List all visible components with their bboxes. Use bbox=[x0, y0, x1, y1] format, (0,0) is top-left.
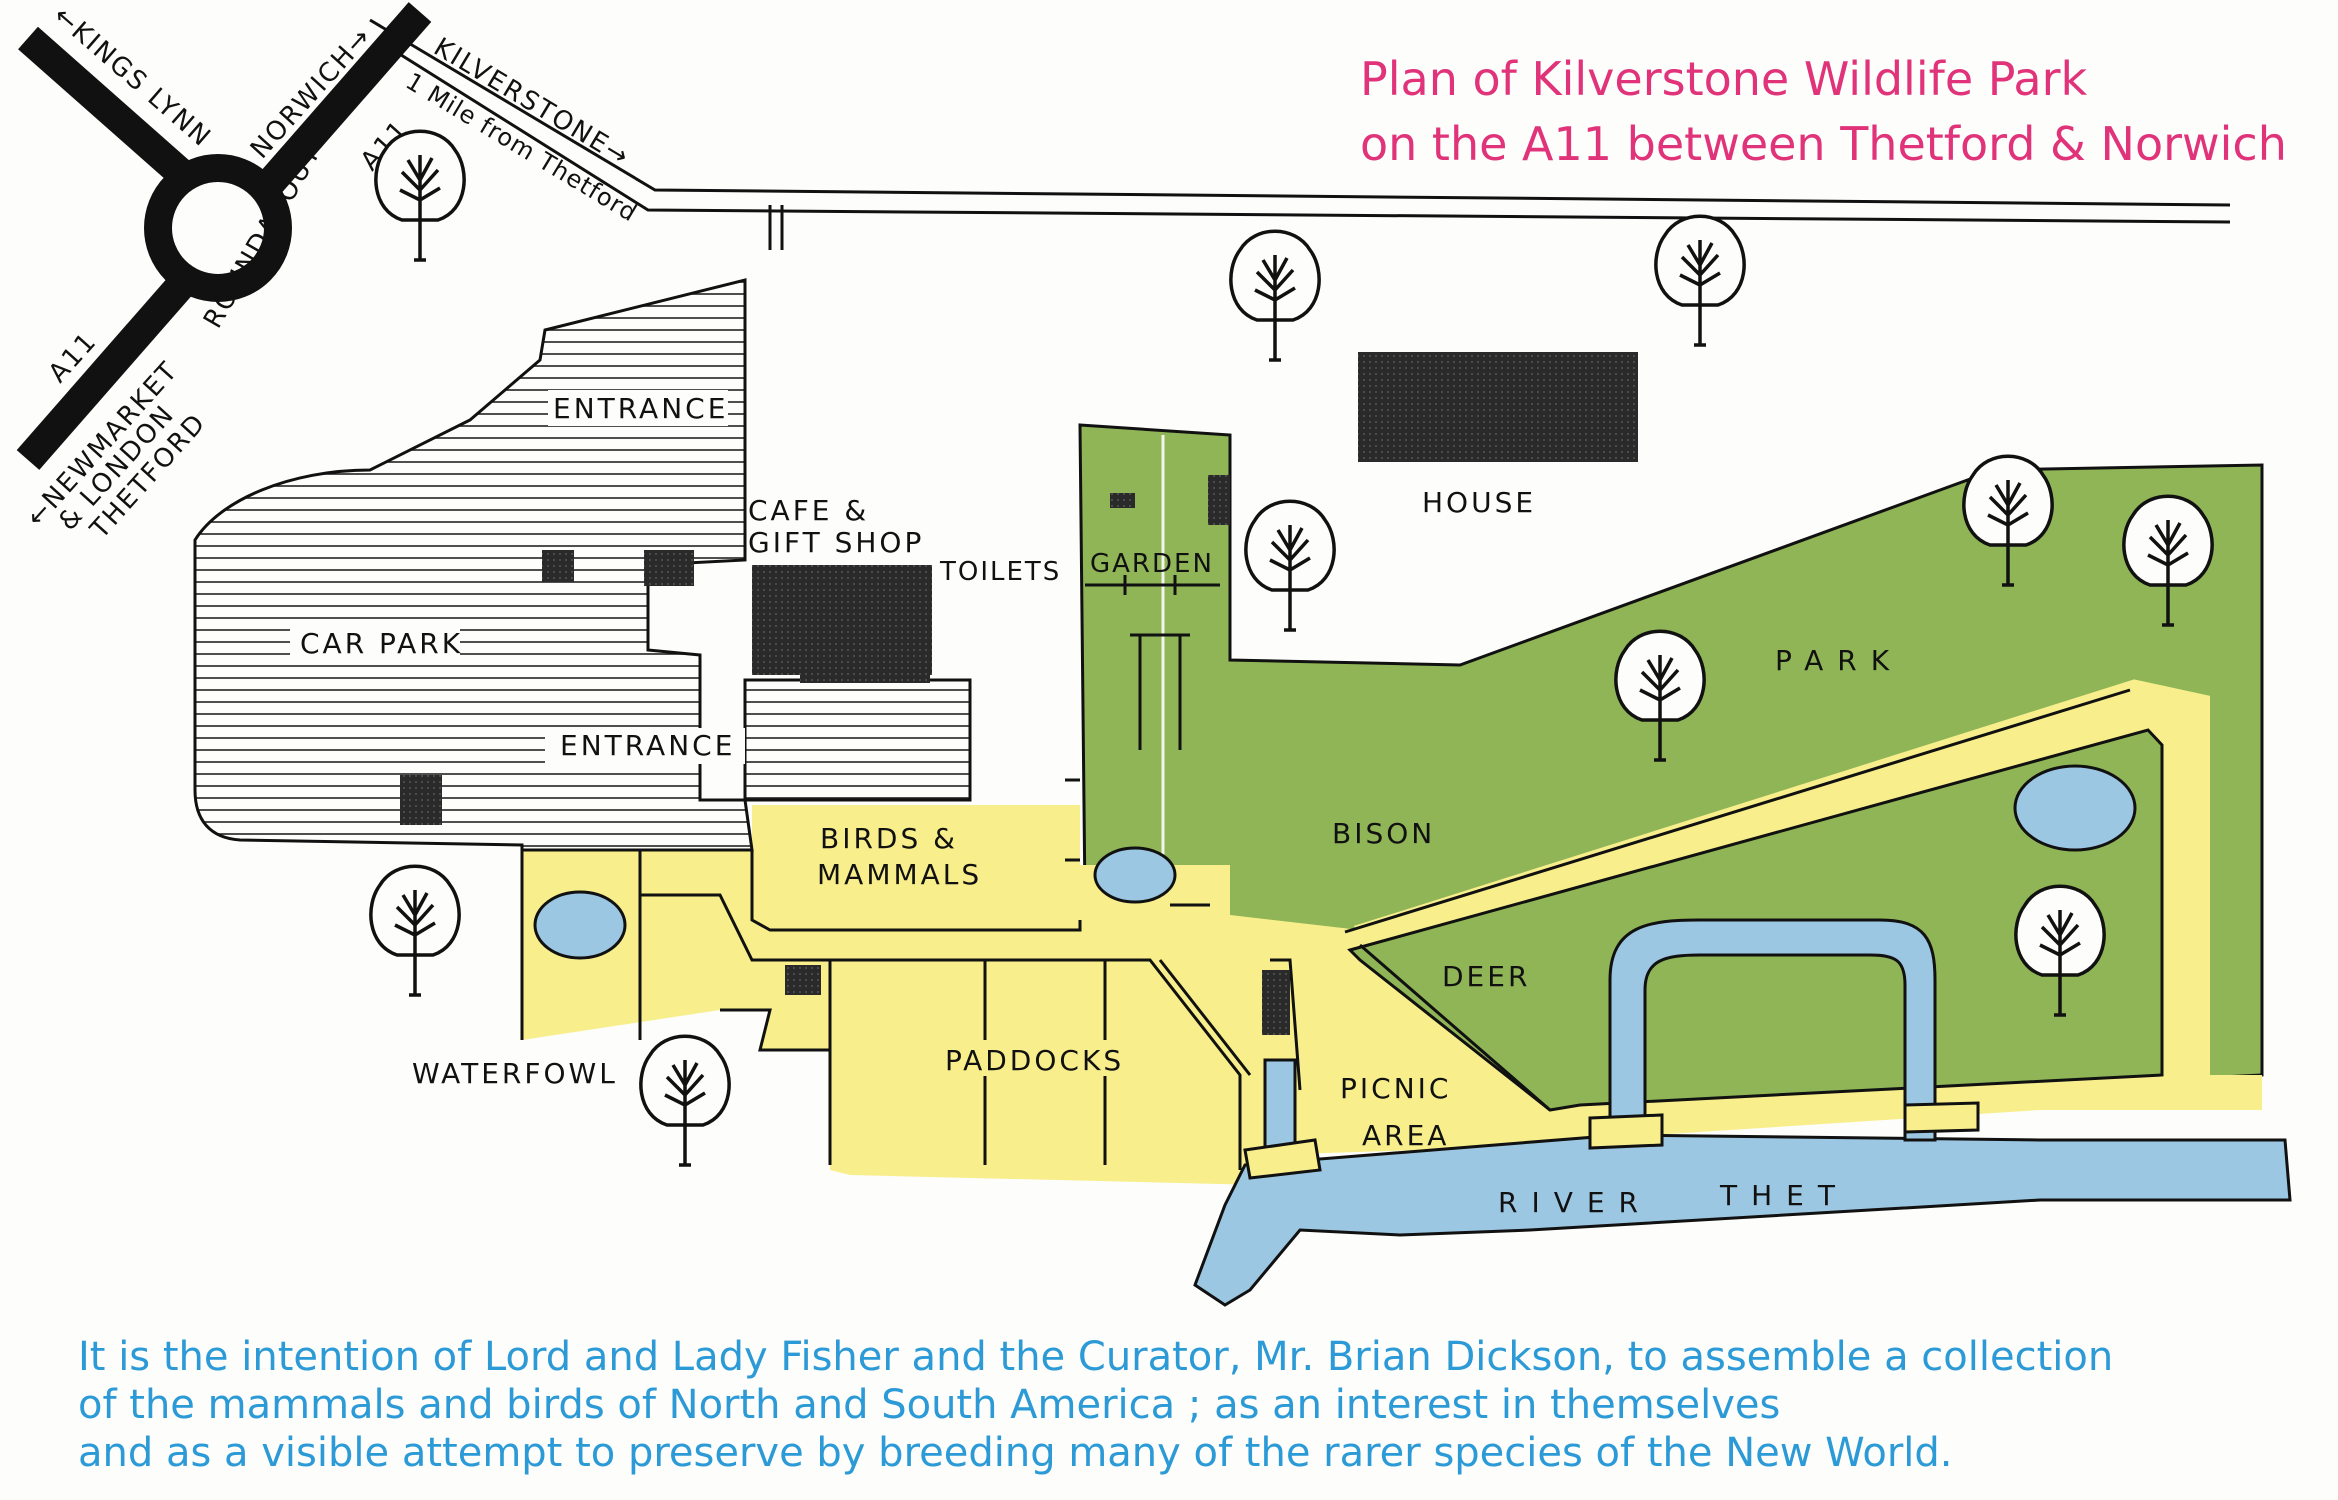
garden-pond bbox=[1093, 846, 1177, 904]
paddock-stream bbox=[1263, 1058, 1297, 1152]
map-title-line2: on the A11 between Thetford & Norwich bbox=[1360, 117, 2287, 171]
water-bodies bbox=[533, 764, 2137, 960]
label-river-2: THET bbox=[1719, 1179, 1849, 1212]
tree-icon bbox=[1229, 229, 1321, 362]
label-deer: DEER bbox=[1442, 960, 1530, 993]
caption-line3: and as a visible attempt to preserve by … bbox=[78, 1430, 1953, 1476]
label-river-1: RIVER bbox=[1498, 1186, 1652, 1219]
kings-lynn-road bbox=[18, 26, 210, 202]
buildings bbox=[400, 352, 1638, 1035]
area-labels: ENTRANCE CAR PARK ENTRANCE CAFE & GIFT S… bbox=[300, 392, 1903, 1219]
label-waterfowl: WATERFOWL bbox=[412, 1057, 618, 1090]
label-cafe-2: GIFT SHOP bbox=[748, 526, 924, 559]
label-toilets: TOILETS bbox=[939, 557, 1061, 587]
label-paddocks: PADDOCKS bbox=[945, 1044, 1124, 1077]
label-entrance-top: ENTRANCE bbox=[553, 392, 728, 425]
tree-icon bbox=[1244, 499, 1336, 632]
tree-icon bbox=[1654, 214, 1746, 347]
tree-icon bbox=[369, 864, 461, 997]
label-car-park: CAR PARK bbox=[300, 627, 463, 660]
kilverstone-road bbox=[369, 18, 2231, 207]
label-picnic-1: PICNIC bbox=[1340, 1072, 1451, 1105]
road-network bbox=[16, 2, 2231, 470]
building-cafe-annex bbox=[800, 588, 930, 683]
label-picnic-2: AREA bbox=[1362, 1119, 1449, 1152]
roundabout-icon bbox=[144, 154, 292, 302]
label-bison: BISON bbox=[1332, 817, 1435, 850]
label-house: HOUSE bbox=[1422, 486, 1536, 519]
garden-fixtures bbox=[1065, 575, 1220, 907]
tree-icon bbox=[639, 1034, 731, 1167]
label-park: PARK bbox=[1775, 644, 1903, 677]
caption-line1: It is the intention of Lord and Lady Fis… bbox=[78, 1334, 2113, 1380]
caption: It is the intention of Lord and Lady Fis… bbox=[78, 1334, 2113, 1476]
park-pond bbox=[2013, 764, 2137, 852]
house-building bbox=[1358, 352, 1638, 462]
map-title-line1: Plan of Kilverstone Wildlife Park bbox=[1360, 52, 2088, 106]
label-birds-1: BIRDS & bbox=[820, 822, 958, 855]
label-birds-2: MAMMALS bbox=[817, 858, 982, 891]
waterfowl-pond bbox=[533, 890, 627, 960]
caption-line2: of the mammals and birds of North and So… bbox=[78, 1382, 1780, 1428]
label-cafe-1: CAFE & bbox=[748, 494, 869, 527]
river-thet bbox=[1193, 1133, 2292, 1307]
tree-icon bbox=[374, 129, 466, 262]
label-garden: GARDEN bbox=[1090, 549, 1214, 579]
bridges bbox=[1243, 1101, 1980, 1180]
label-entrance-bottom: ENTRANCE bbox=[560, 729, 735, 762]
